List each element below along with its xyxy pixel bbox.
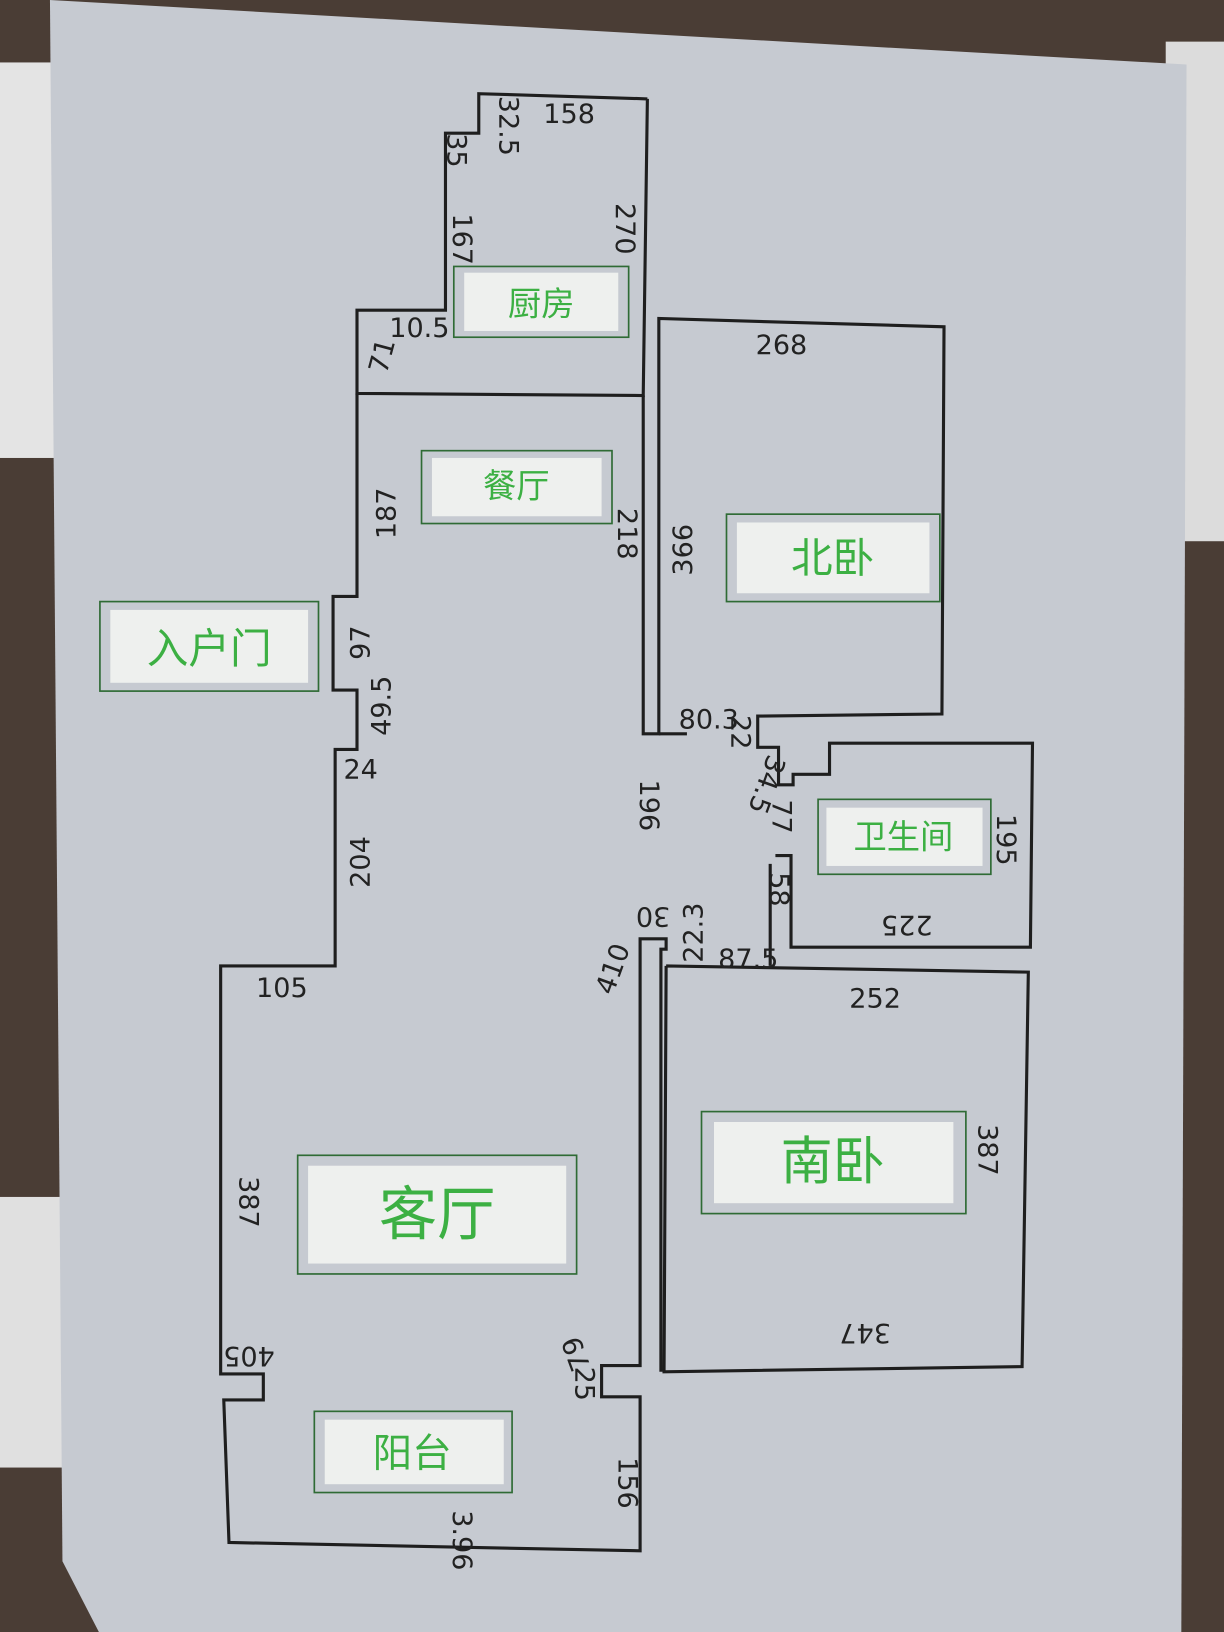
dim-north-bed-top: 268 [756,330,808,361]
dim-kitchen-notch: 10.5 [389,313,449,344]
dim-balcony-step: 25 [569,1367,600,1401]
living-room-label: 客厅 [379,1181,496,1249]
room-label-living-room: 客厅 [296,1154,578,1275]
room-label-south-bedroom: 南卧 [700,1110,967,1215]
dim-bath-left: 58 [763,872,794,906]
dim-bath-bottom: 225 [881,909,933,940]
dim-step-24: 24 [343,755,377,786]
dim-kitchen-right: 270 [609,203,640,255]
dim-living-top: 105 [256,973,308,1004]
dining-label: 餐厅 [483,467,550,506]
dim-kitchen-top: 158 [543,99,595,130]
dim-corridor-803: 80.3 [679,705,739,736]
dim-living-step: 405 [223,1340,275,1371]
dim-corridor-right: 196 [633,780,664,832]
room-label-entrance-door: 入户门 [99,600,320,692]
dim-dining-left: 187 [372,488,403,540]
dim-south-bed-corner: 87.5 [718,944,778,975]
dim-pillar-223: 22.3 [679,903,710,963]
dim-south-bed-bottom: 347 [839,1317,891,1348]
north-bedroom-label: 北卧 [791,533,874,582]
kitchen-label: 厨房 [508,284,575,323]
dim-bath-right: 195 [990,814,1021,866]
balcony-label: 阳台 [373,1431,452,1477]
bathroom-label: 卫生间 [853,817,953,856]
dim-bath-door: 77 [765,799,796,833]
dim-kitchen-step-b: 35 [441,133,472,167]
dim-step-22: 22 [725,715,756,749]
dim-south-bed-right: 387 [971,1124,1002,1176]
south-bedroom-label: 南卧 [781,1133,885,1193]
dim-corridor-left: 204 [345,836,376,888]
dimension-labels: 158 32.5 35 167 270 10.5 71 268 187 218 … [223,96,1021,1571]
dim-kitchen-left: 167 [446,213,477,265]
dim-dining-right: 218 [611,508,642,560]
walls [219,92,1035,1553]
room-label-north-bedroom: 北卧 [725,513,941,603]
room-label-kitchen: 厨房 [452,265,630,339]
dim-living-left: 387 [232,1176,263,1228]
dim-balcony-right: 156 [611,1457,642,1509]
dim-entrance-width: 97 [345,625,376,659]
entrance-door-label: 入户门 [147,624,272,673]
dim-south-bed-top: 252 [849,984,901,1015]
dim-pillar-30: 30 [636,901,670,932]
room-label-balcony: 阳台 [313,1410,513,1494]
dim-north-bed-left: 366 [668,524,699,576]
dim-entrance-below: 49.5 [366,676,397,736]
room-label-dining: 餐厅 [420,449,613,525]
dim-kitchen-step-a: 32.5 [493,96,524,156]
room-label-bathroom: 卫生间 [817,798,992,876]
dim-balcony-bottom: 3.96 [446,1510,477,1570]
